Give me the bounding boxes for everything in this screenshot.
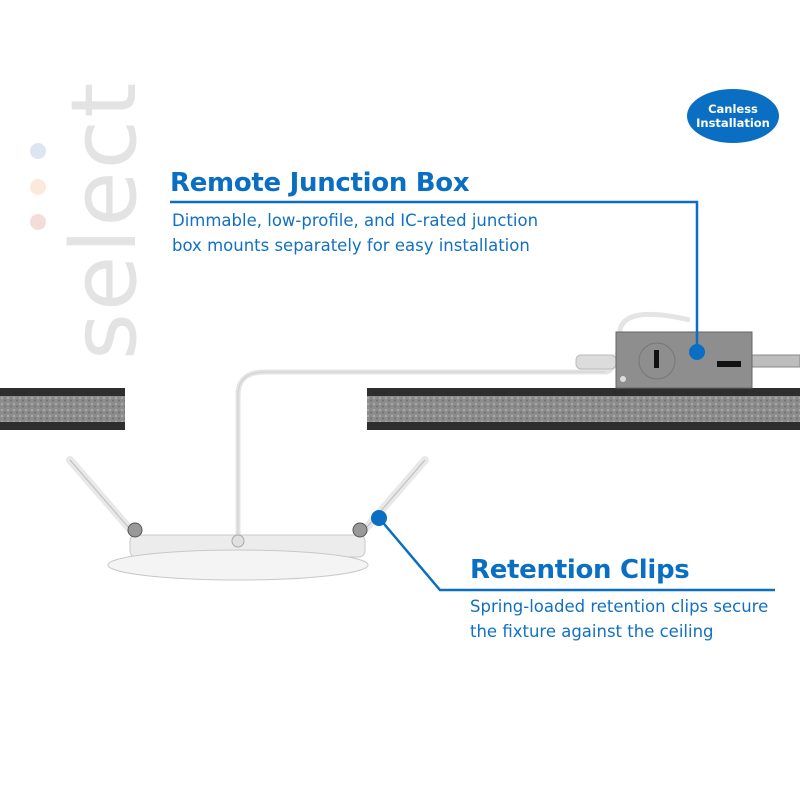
canless-installation-badge: Canless Installation <box>687 89 779 143</box>
retention-desc-line-1: Spring-loaded retention clips secure <box>470 597 769 616</box>
junction-callout-line <box>170 200 699 352</box>
junction-box-desc-line-1: Dimmable, low-profile, and IC-rated junc… <box>172 211 539 230</box>
conduit <box>751 354 800 368</box>
junction-callout-dot <box>689 344 705 360</box>
retention-clips-title: Retention Clips <box>470 555 690 585</box>
retention-desc-line-2: the fixture against the ceiling <box>470 622 714 641</box>
junction-box-desc-line-2: box mounts separately for easy installat… <box>172 236 530 255</box>
junction-box <box>615 331 753 389</box>
badge-line-2: Installation <box>696 116 770 130</box>
junction-box-description: Dimmable, low-profile, and IC-rated junc… <box>172 208 538 258</box>
badge-line-1: Canless <box>708 102 758 116</box>
retention-callout-dot <box>371 510 387 526</box>
logo-dot-red <box>30 214 46 230</box>
ceiling-left <box>0 388 125 430</box>
logo-dot-blue <box>30 143 46 159</box>
logo-dot-orange <box>30 179 46 195</box>
ceiling-right <box>367 388 800 430</box>
junction-box-title: Remote Junction Box <box>170 168 470 198</box>
retention-callout-line <box>378 517 775 592</box>
led-fixture <box>66 456 429 581</box>
cable-connector <box>575 354 617 370</box>
retention-clips-description: Spring-loaded retention clips secure the… <box>470 594 768 644</box>
